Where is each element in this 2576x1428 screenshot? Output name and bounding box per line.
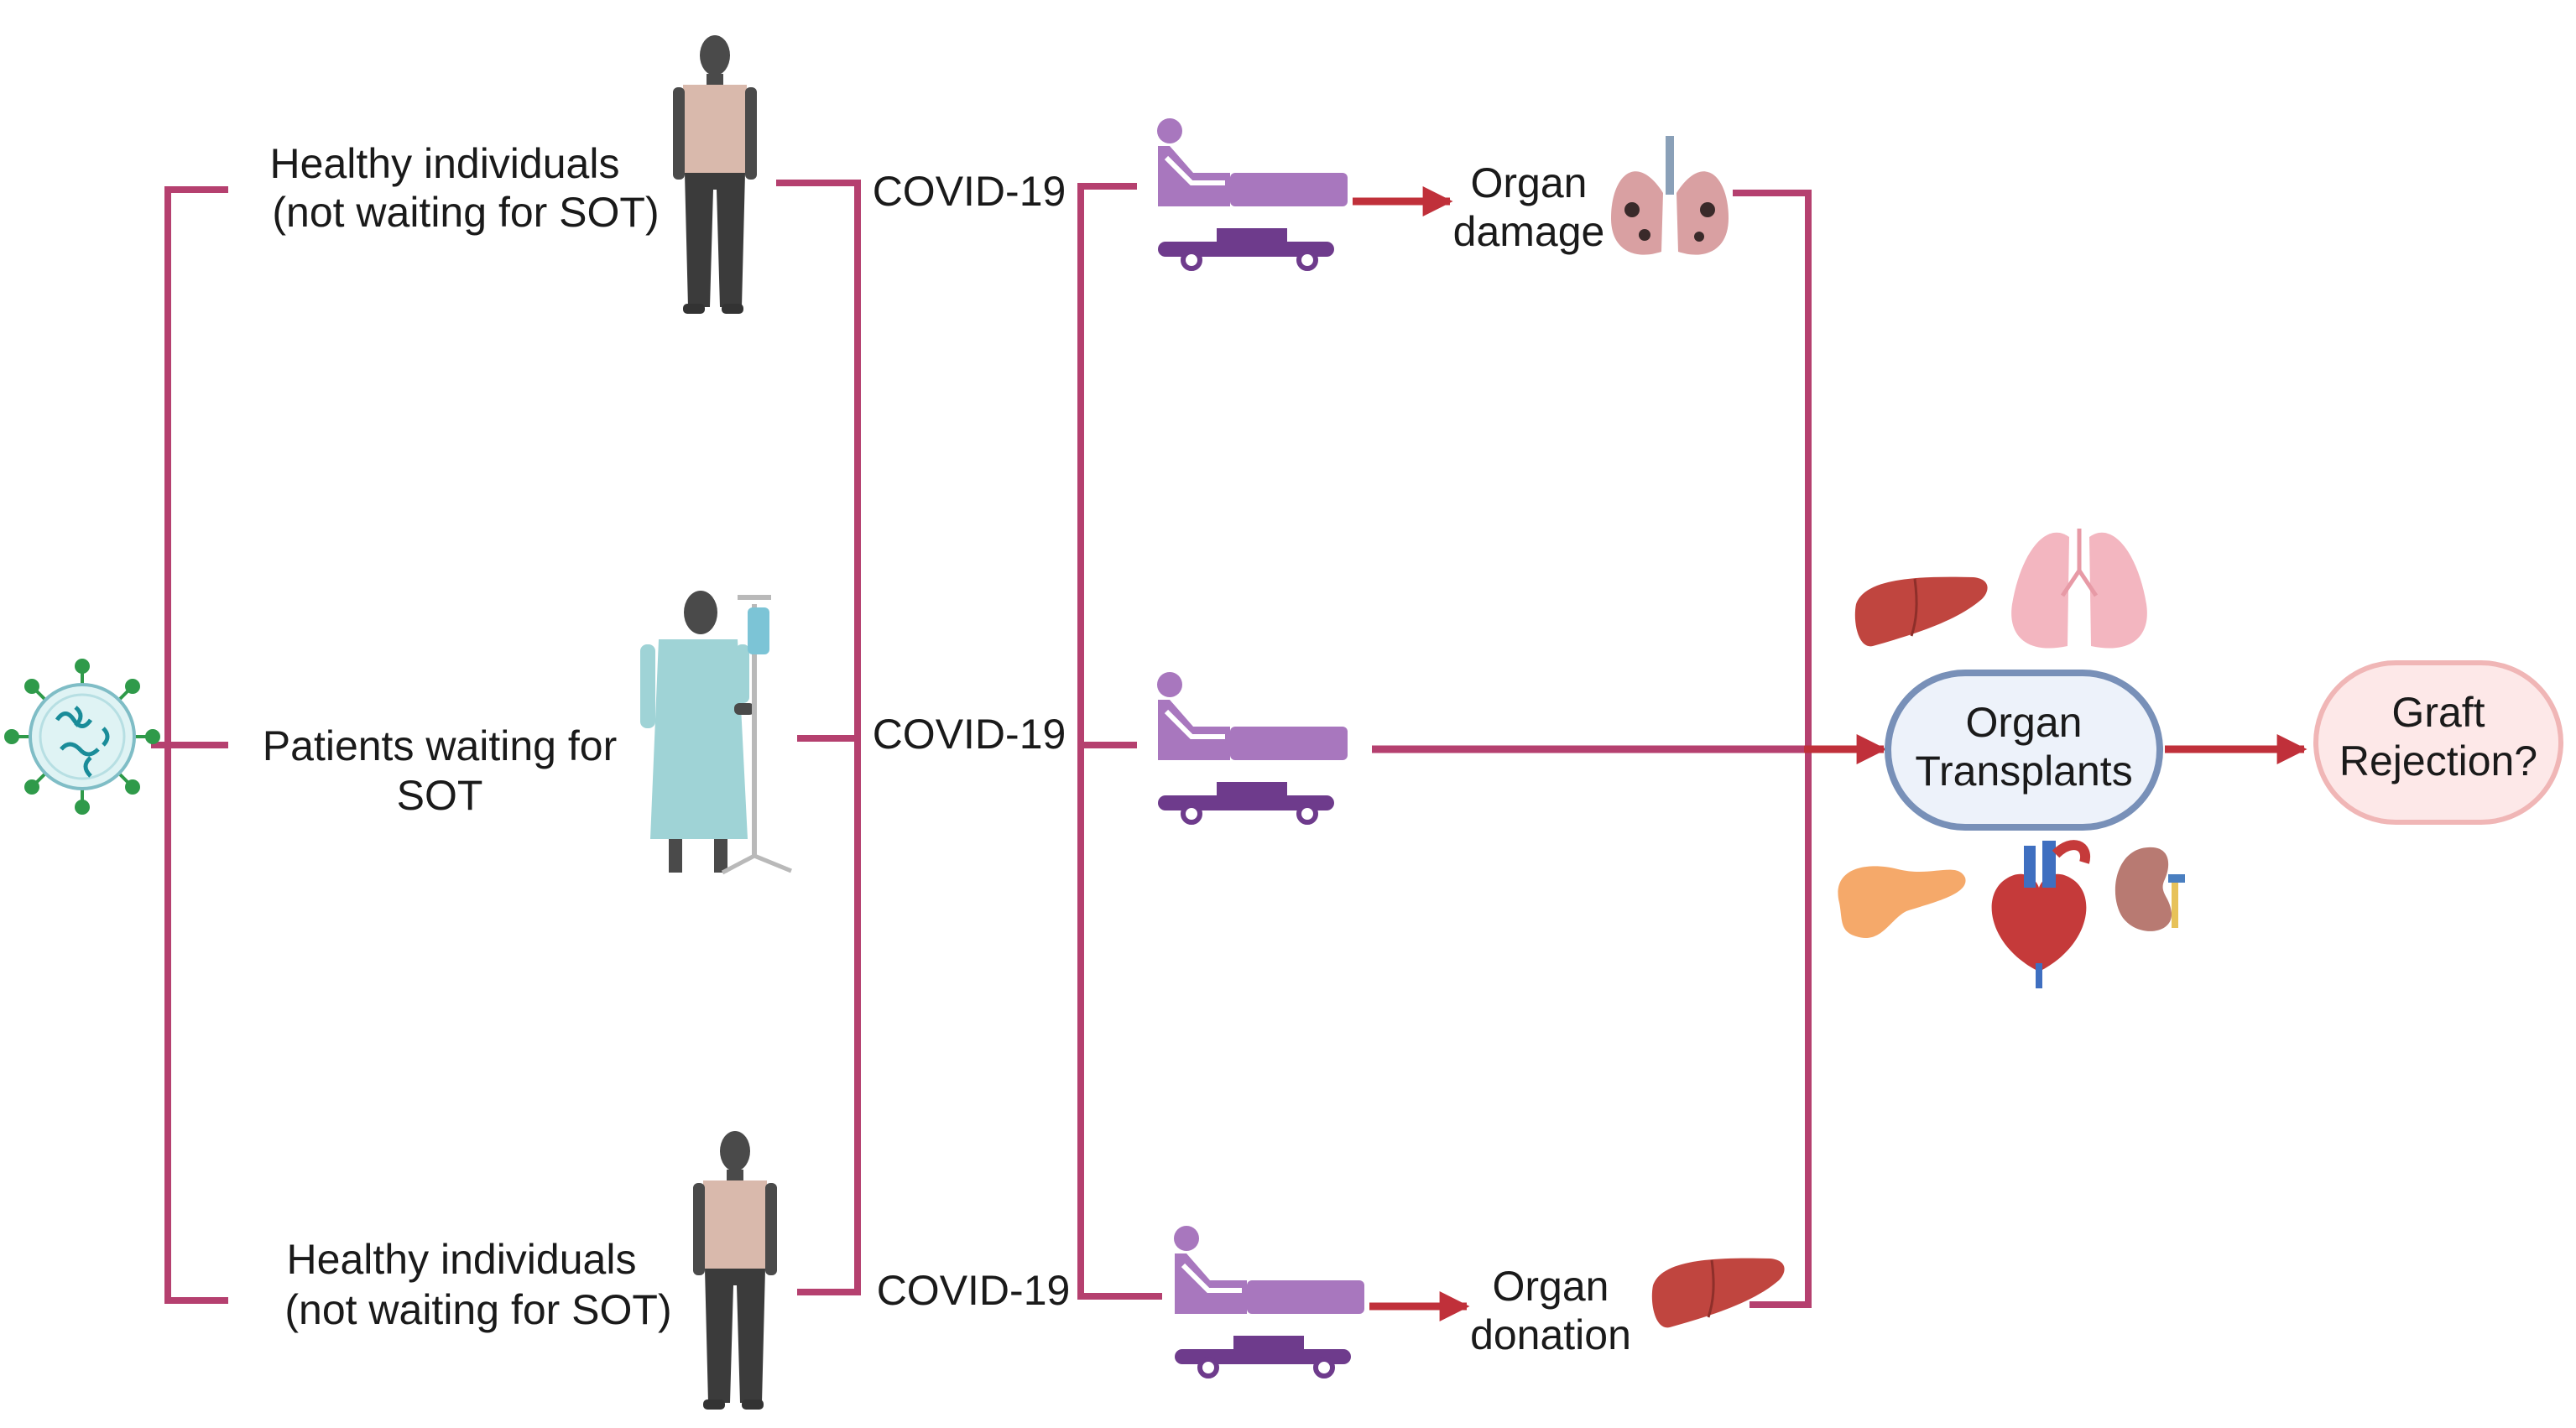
transplants-line1: Organ [1966, 699, 2083, 746]
organ-donation-line2: donation [1470, 1311, 1631, 1358]
group-top: Healthy individuals (not waiting for SOT… [270, 140, 660, 236]
hospital-bed-icon [1174, 1226, 1364, 1376]
covid-label-bottom: COVID-19 [877, 1267, 1071, 1314]
covid-label-middle: COVID-19 [873, 711, 1066, 758]
group-bottom-line1: Healthy individuals [287, 1236, 637, 1283]
organ-donation-line1: Organ [1493, 1263, 1609, 1310]
kidney-icon [2115, 847, 2185, 931]
lungs-icon [2011, 529, 2147, 649]
rejection-line2: Rejection? [2339, 737, 2537, 784]
graft-rejection-node [2313, 660, 2563, 825]
transplants-node [1885, 670, 2163, 831]
group-top-line1: Healthy individuals [270, 140, 620, 187]
transplants-line2: Transplants [1915, 748, 2132, 795]
organ-donation: Organ donation [1470, 1263, 1631, 1358]
organ-damage: Organ damage [1453, 159, 1605, 255]
organ-damage-line2: damage [1453, 208, 1605, 255]
person-icon [693, 1131, 777, 1410]
heart-icon [1991, 840, 2091, 988]
covid-label-top: COVID-19 [873, 168, 1066, 215]
arrows [1353, 186, 2307, 1321]
pancreas-icon [1838, 866, 1966, 939]
group-bottom: Healthy individuals (not waiting for SOT… [284, 1236, 671, 1333]
group-middle-line2: SOT [397, 772, 483, 819]
liver-icon [1854, 576, 1989, 648]
group-top-line2: (not waiting for SOT) [272, 189, 659, 236]
organ-damage-line1: Organ [1471, 159, 1588, 206]
group-middle: Patients waiting for SOT [263, 722, 617, 819]
group-middle-line1: Patients waiting for [263, 722, 617, 769]
beds-bracket [1077, 183, 1162, 1300]
group-bottom-line2: (not waiting for SOT) [284, 1286, 671, 1333]
hospital-bed-icon [1157, 118, 1348, 268]
hospital-bed-icon [1157, 672, 1348, 822]
virus-icon [4, 659, 160, 815]
person-icon [673, 35, 757, 314]
lungs-damaged-icon [1611, 136, 1729, 255]
iv-patient-icon [640, 591, 792, 875]
rejection-line1: Graft [2391, 689, 2485, 736]
liver-icon [1650, 1257, 1786, 1329]
